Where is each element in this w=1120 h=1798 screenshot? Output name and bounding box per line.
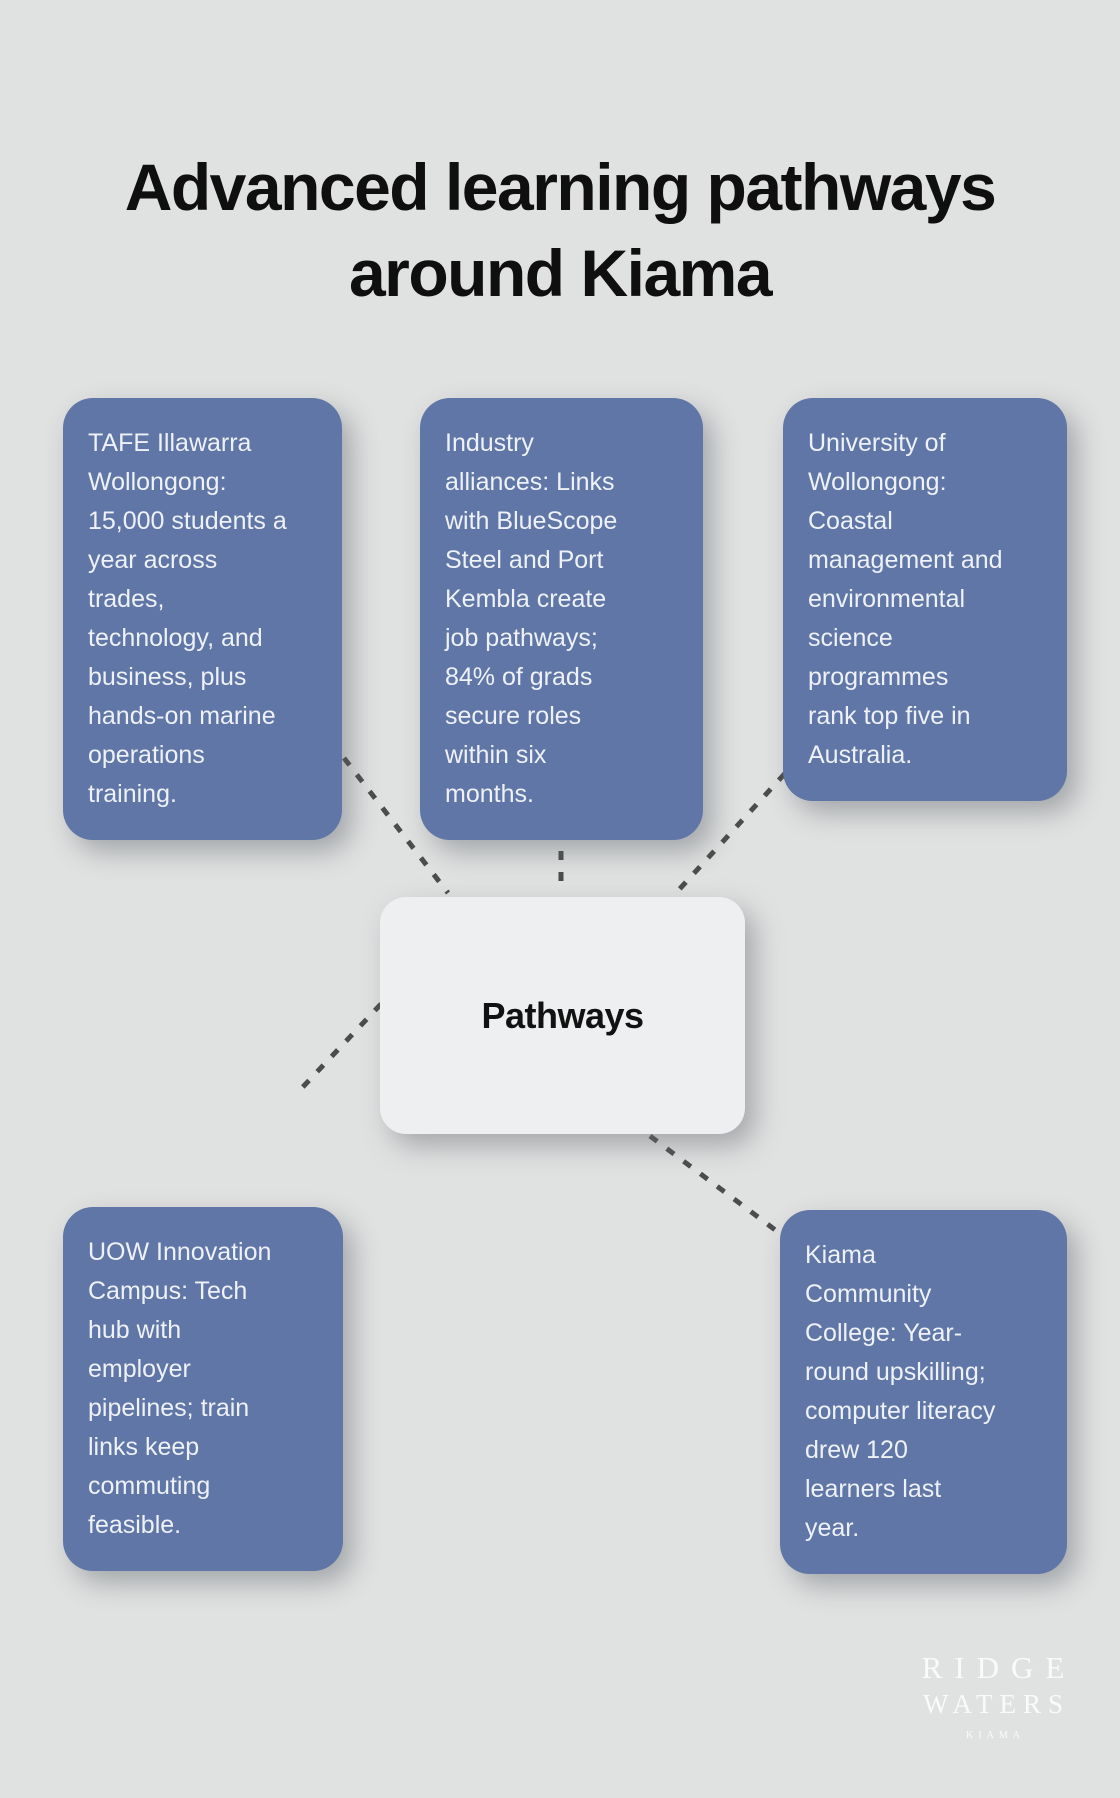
node-kiama-community-college: Kiama Community College: Year- round ups…	[780, 1210, 1067, 1574]
connector-center-to-uow	[298, 1002, 383, 1092]
node-tafe-illawarra-wollongong: TAFE Illawarra Wollongong: 15,000 studen…	[63, 398, 342, 840]
connector-center-to-kiama	[648, 1134, 780, 1234]
logo-kiama-text: KIAMA	[966, 1730, 1025, 1741]
node-university-of-wollongong: University of Wollongong: Coastal manage…	[783, 398, 1067, 801]
logo-waters-text: WATERS	[922, 1689, 1070, 1719]
center-node-label: Pathways	[481, 994, 644, 1036]
page-title: Advanced learning pathways around Kiama	[124, 150, 997, 311]
node-industry-alliances: Industry alliances: Links with BlueScope…	[420, 398, 703, 840]
ridge-waters-logo: RIDGE WATERS KIAMA	[918, 1650, 1068, 1741]
node-uow-innovation-campus: UOW Innovation Campus: Tech hub with emp…	[63, 1207, 343, 1571]
center-node: Pathways	[380, 897, 745, 1134]
logo-ridge-text: RIDGE	[921, 1650, 1077, 1685]
